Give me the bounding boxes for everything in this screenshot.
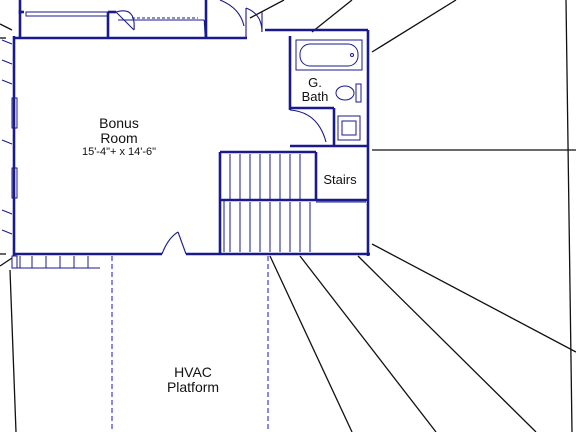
closet-shelf xyxy=(25,11,109,17)
eave-bracket xyxy=(1,209,13,215)
sink-vanity xyxy=(337,115,361,141)
toilet-bowl xyxy=(335,85,355,101)
window xyxy=(11,167,18,199)
stairs-label: Stairs xyxy=(323,172,357,187)
guest-bath-name-line2: Bath xyxy=(301,88,329,104)
eave-bracket xyxy=(1,79,13,85)
door-swing xyxy=(219,0,245,27)
hvac-platform-name-line2: Platform xyxy=(166,378,220,395)
door-swing xyxy=(245,7,263,33)
bonus-room-name-line1: Bonus xyxy=(99,115,139,131)
roof-edge-line xyxy=(0,23,13,31)
eave-bracket xyxy=(1,59,13,65)
door-swing xyxy=(289,109,327,143)
roof-ridge-line xyxy=(371,0,457,53)
door-swing xyxy=(115,10,135,31)
wall-details xyxy=(11,11,204,269)
stair-treads xyxy=(223,154,366,252)
bonus-room-label: Bonus Room xyxy=(78,116,160,145)
bathtub-basin xyxy=(299,43,359,67)
guest-bath-name-line1: G. xyxy=(308,75,322,90)
roof-ridge-line xyxy=(249,0,285,19)
bonus-room-name-line2: Room xyxy=(100,129,138,146)
wall xyxy=(203,19,208,39)
bathtub xyxy=(295,39,363,71)
roof-edge-line xyxy=(0,257,13,267)
bonus-room-dimensions: 15'-4"+ x 14'-6" xyxy=(81,146,157,158)
eave-bracket xyxy=(1,229,13,235)
roof-ridge-line xyxy=(371,243,576,353)
door-leaf xyxy=(115,11,135,31)
roof-ridge-line xyxy=(357,255,537,432)
hvac-platform-label: HVAC Platform xyxy=(150,365,236,394)
roof-ridge-line xyxy=(299,255,437,432)
guest-bath-label: G. Bath xyxy=(295,76,335,103)
hvac-platform-name-line1: HVAC xyxy=(174,364,212,380)
bathtub-drain xyxy=(350,53,354,57)
roof-edge-line xyxy=(9,269,17,432)
walls xyxy=(12,0,370,256)
door-swing xyxy=(161,231,179,255)
window xyxy=(11,97,18,129)
sink-basin xyxy=(341,120,357,136)
eave-bracket xyxy=(1,139,13,145)
roof-edge-line xyxy=(565,0,573,432)
window xyxy=(11,255,18,269)
eave-bracket xyxy=(1,39,13,45)
eave-brackets xyxy=(1,39,100,269)
roof-ridge-line xyxy=(269,255,353,432)
hvac-platform-lines xyxy=(111,256,269,432)
bath-fixtures xyxy=(295,39,363,141)
roof-ridge-line xyxy=(311,0,353,33)
toilet-tank xyxy=(355,83,362,103)
doors xyxy=(115,0,327,255)
door-leaf xyxy=(177,231,187,255)
